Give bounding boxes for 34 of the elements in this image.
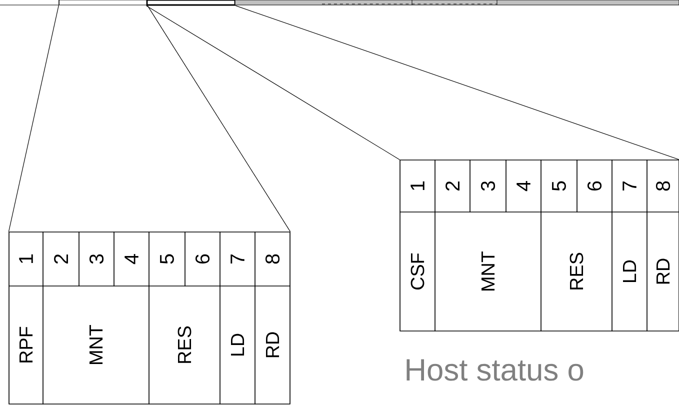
bit-number: 4: [506, 160, 542, 212]
field-cell: LD: [220, 286, 256, 404]
field-cell: RES: [148, 286, 220, 404]
caption: Host status o: [406, 359, 584, 381]
leader-line: [8, 5, 59, 232]
field-cell: RES: [540, 212, 612, 332]
bit-number: 2: [42, 232, 80, 286]
bit-number: 5: [540, 160, 578, 212]
field-cell: LD: [612, 212, 648, 332]
leader-line: [146, 5, 400, 160]
bit-number: 1: [400, 160, 436, 212]
bit-number: 8: [254, 232, 290, 286]
header-field: [58, 0, 148, 6]
bit-number: 1: [8, 232, 44, 286]
header-field: [234, 0, 679, 6]
bit-number: 4: [114, 232, 150, 286]
field-cell: MNT: [42, 286, 150, 404]
bit-number: 6: [184, 232, 220, 286]
bit-number: 7: [612, 160, 648, 212]
bit-number: 5: [148, 232, 186, 286]
bit-number: 3: [78, 232, 114, 286]
field-cell: MNT: [434, 212, 542, 332]
leader-line: [235, 5, 679, 160]
bit-number: 7: [220, 232, 256, 286]
field-cell: RPF: [8, 286, 44, 404]
field-cell: RD: [646, 212, 679, 332]
field-cell: RD: [254, 286, 290, 404]
bit-number: 8: [646, 160, 679, 212]
leader-line: [147, 5, 291, 232]
header-field: [146, 0, 236, 6]
bit-number: 2: [434, 160, 470, 212]
bit-number: 3: [470, 160, 506, 212]
bit-number: 6: [576, 160, 612, 212]
field-cell: CSF: [400, 212, 436, 332]
